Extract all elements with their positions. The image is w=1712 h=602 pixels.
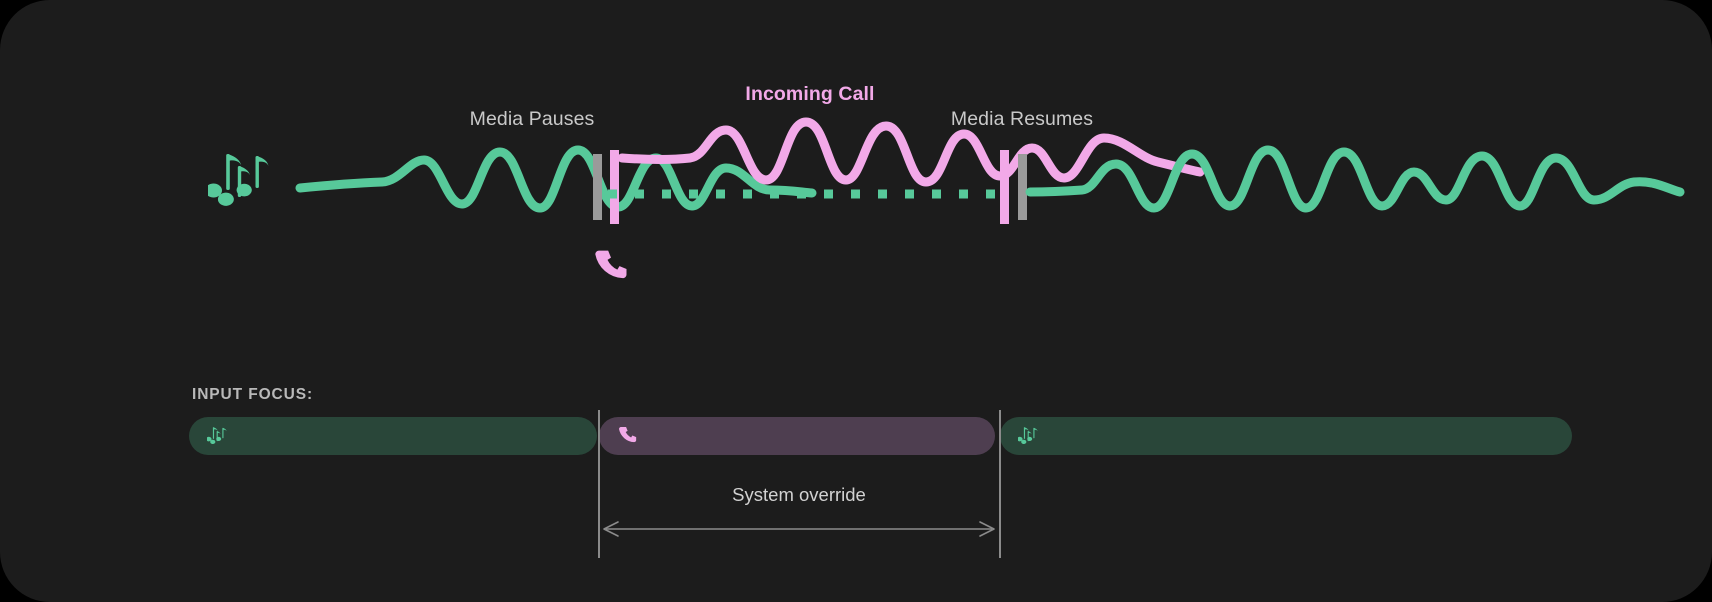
system-override-label: System override	[732, 484, 866, 505]
focus-bar-media-after[interactable]	[1000, 417, 1572, 455]
audio-timeline: Media Pauses Incoming Call Media Resumes	[204, 83, 1685, 287]
label-media-resumes: Media Resumes	[950, 108, 1094, 130]
pink-bar-marker	[1000, 150, 1009, 224]
music-notes-icon	[1017, 425, 1040, 447]
focus-bar-call[interactable]	[599, 417, 995, 455]
phone-icon	[591, 247, 631, 287]
gray-bar-marker	[593, 154, 602, 220]
override-guide-right	[999, 410, 1001, 558]
gray-bar-marker	[1018, 154, 1027, 220]
waveform-call	[617, 117, 1205, 187]
input-focus-section: INPUT FOCUS:	[0, 370, 1712, 602]
input-focus-title: INPUT FOCUS:	[192, 386, 314, 403]
focus-bar-media-before[interactable]	[189, 417, 597, 455]
phone-icon	[617, 425, 639, 447]
music-notes-icon	[204, 150, 276, 212]
label-media-pauses: Media Pauses	[469, 108, 595, 130]
music-notes-icon	[206, 425, 229, 447]
label-incoming-call: Incoming Call	[745, 83, 875, 105]
waveform-media-before	[295, 145, 817, 213]
override-guide-left	[598, 410, 600, 558]
double-headed-arrow	[603, 521, 995, 537]
waveform-media-after	[1025, 145, 1685, 213]
pink-bar-marker	[610, 150, 619, 224]
